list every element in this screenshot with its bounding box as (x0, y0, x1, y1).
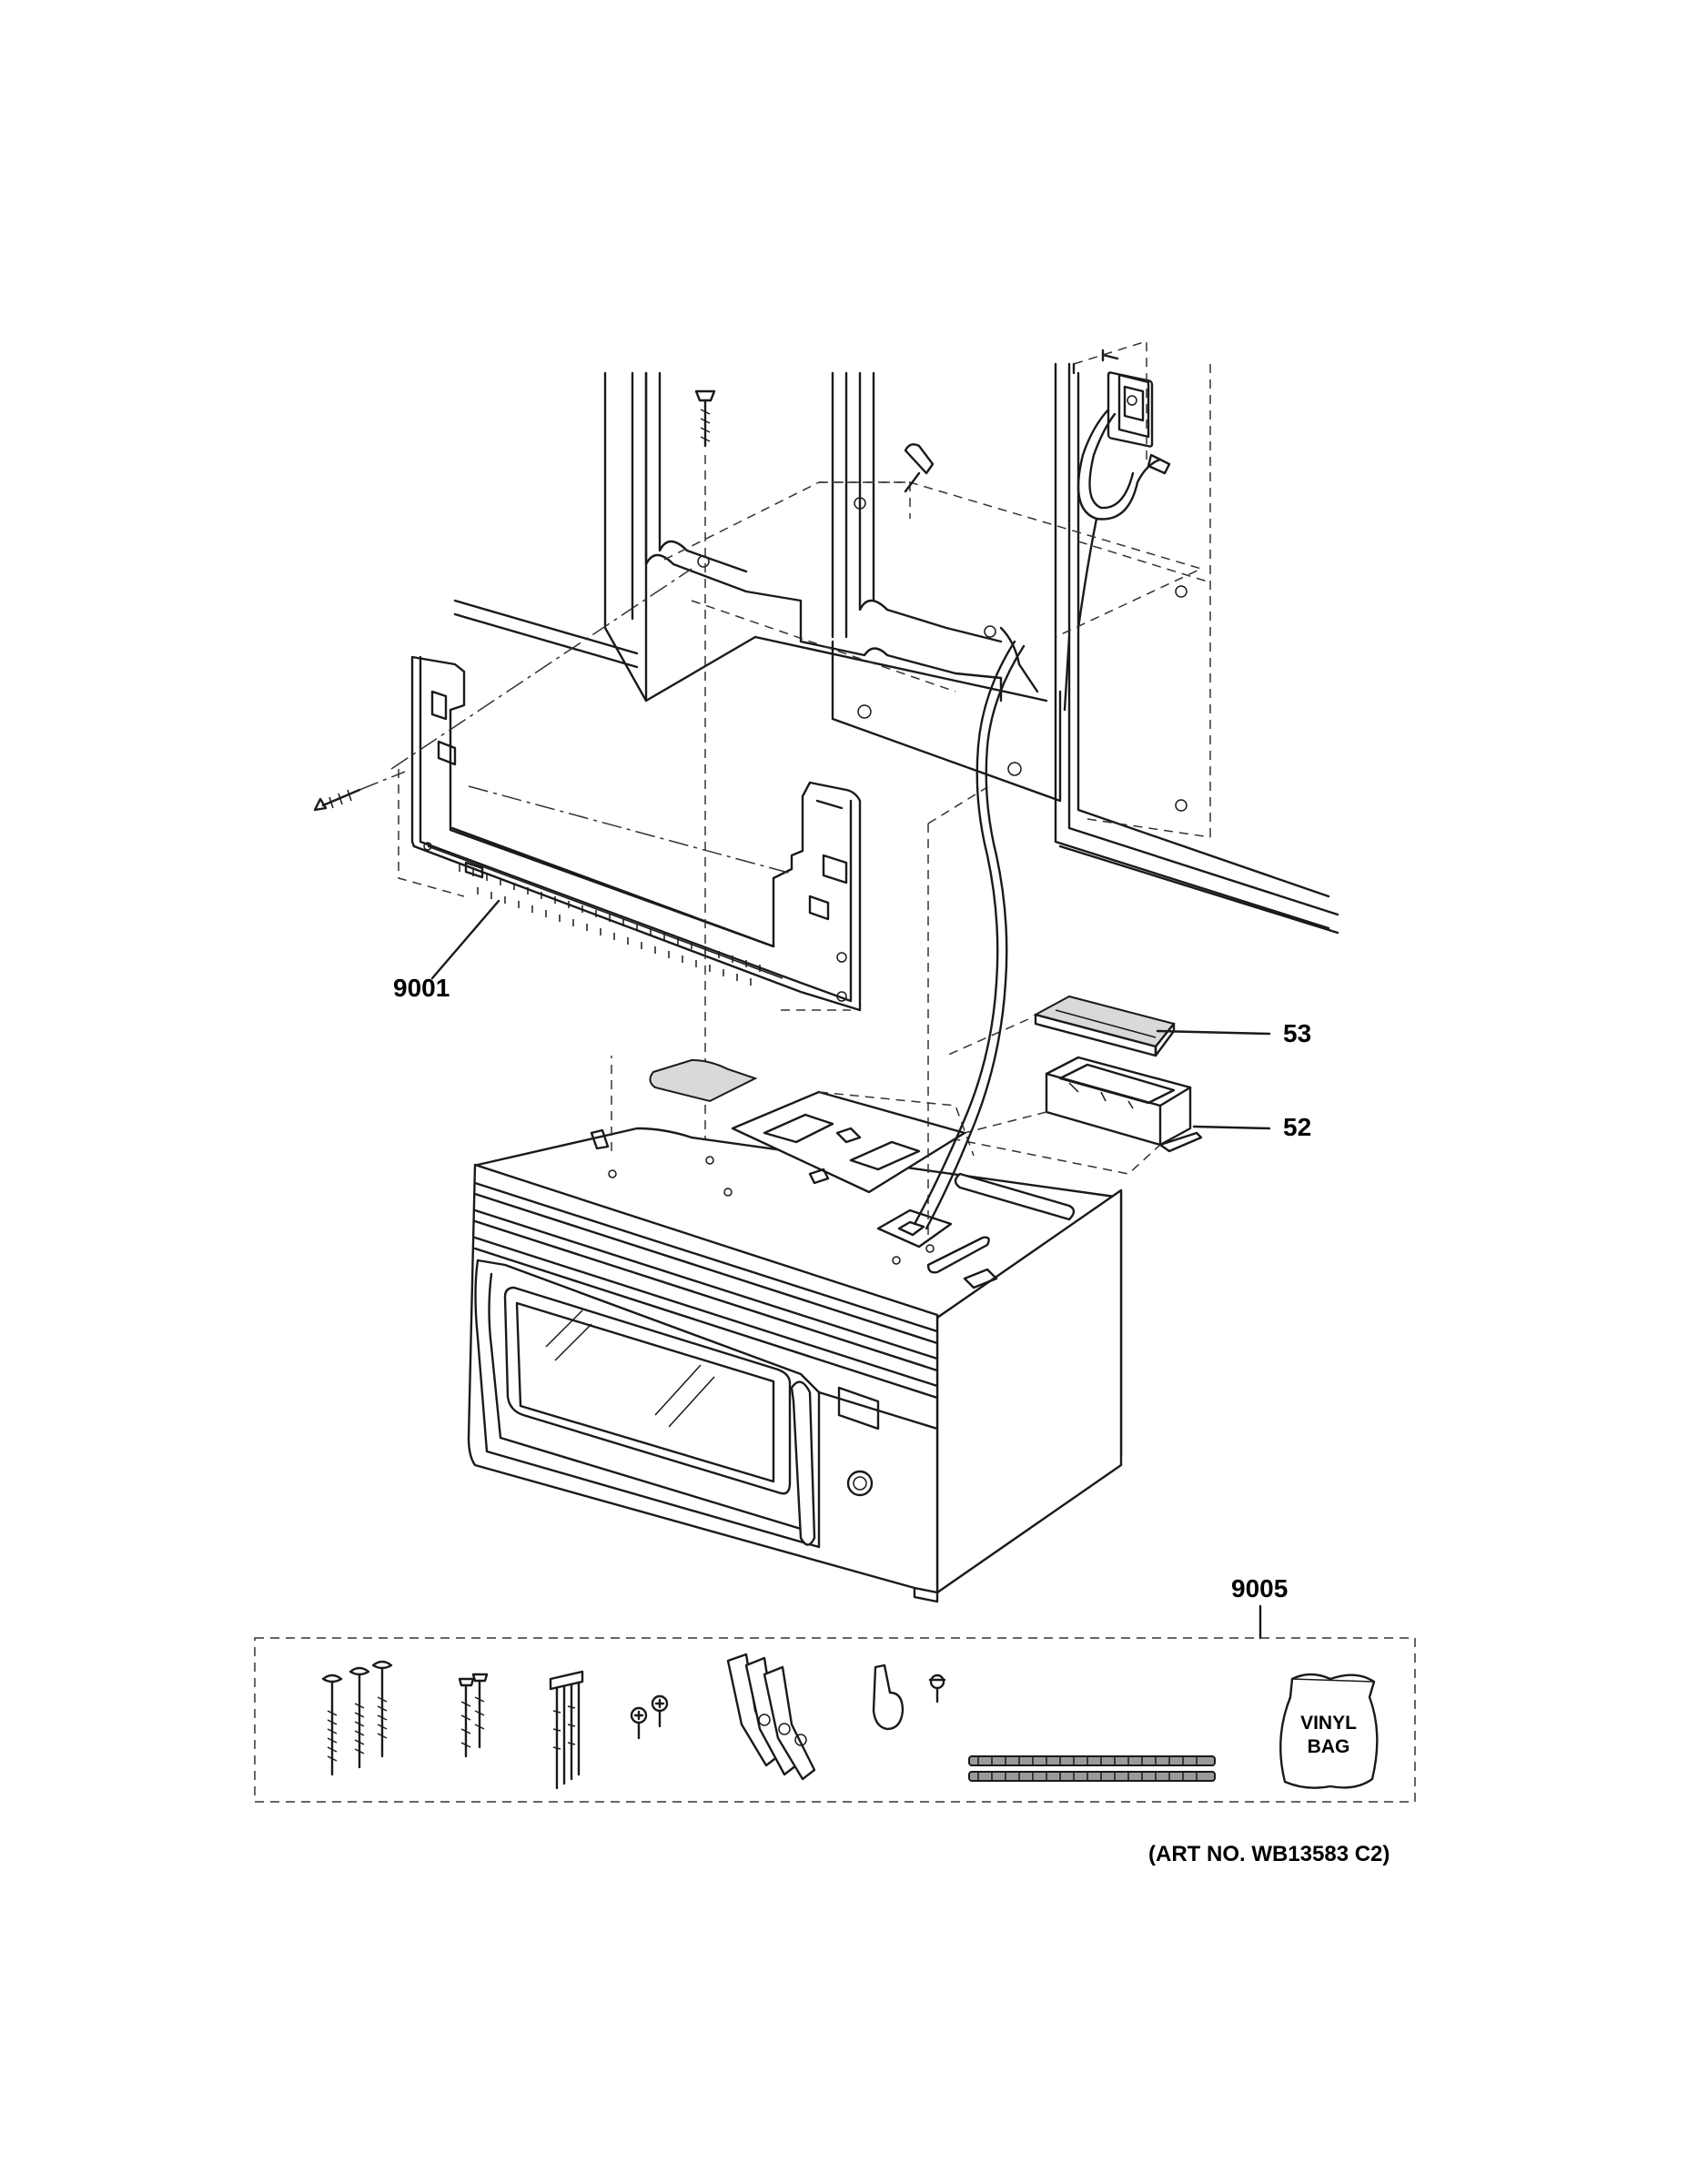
callout-52: 52 (1283, 1113, 1311, 1141)
toggle-wings-icon (726, 1653, 816, 1781)
callout-leaders (430, 899, 1271, 1640)
cord-clamp-icon (872, 1663, 946, 1731)
cabinet-screw-icon (694, 389, 716, 448)
hardware-kit-box (254, 1637, 1416, 1803)
wall-cabinets (453, 339, 1339, 935)
callout-9001: 9001 (393, 974, 450, 1002)
small-screws-icon (630, 1694, 669, 1740)
cover-part (1033, 995, 1176, 1057)
long-screws-icon (321, 1660, 393, 1776)
vinyl-bag-icon: VINYL BAG (1279, 1673, 1379, 1789)
wood-screws-icon (458, 1673, 489, 1758)
callout-9005: 9005 (1231, 1574, 1288, 1603)
vinyl-bag-label-line1: VINYL (1300, 1713, 1357, 1734)
foam-strips-icon (968, 1755, 1216, 1782)
mounting-bracket (390, 455, 862, 1228)
wall-screw-icon (313, 771, 406, 812)
toggle-bolts-icon (549, 1670, 584, 1790)
vinyl-bag-label-line2: BAG (1308, 1736, 1350, 1757)
art-number: (ART NO. WB13583 C2) (1148, 1842, 1390, 1866)
case-part (945, 1018, 1203, 1175)
toggle-bolt-icon (904, 443, 935, 493)
callout-53: 53 (1283, 1019, 1311, 1047)
microwave-oven (467, 640, 1123, 1603)
